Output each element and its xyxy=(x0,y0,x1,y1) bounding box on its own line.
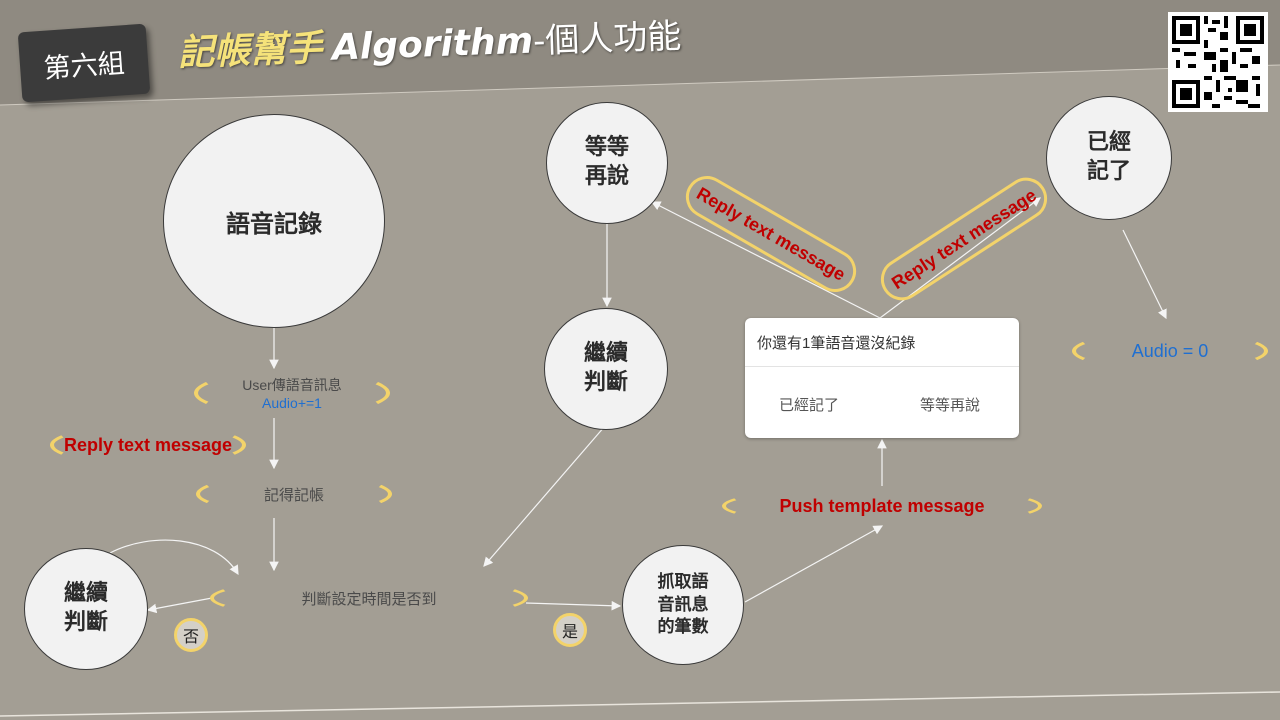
node-fetch-count-line2: 音訊息 xyxy=(657,594,709,615)
qr-code-icon xyxy=(1168,12,1268,112)
node-continue-left-line1: 繼續 xyxy=(63,581,108,607)
pill-reply-left: Reply text message xyxy=(50,424,246,466)
group-badge: 第六組 xyxy=(17,23,151,103)
pill-remember: 記得記帳 xyxy=(196,474,392,514)
pill-push-template-label: Push template message xyxy=(779,495,985,516)
pill-push-template: Push template message xyxy=(722,486,1042,526)
pill-audio-zero: Audio = 0 xyxy=(1072,331,1268,371)
pill-user-send-line2: Audio+=1 xyxy=(262,395,322,411)
decision-no-badge: 否 xyxy=(174,618,208,652)
node-continue-left-line2: 判斷 xyxy=(63,610,108,635)
node-already-recorded-line1: 已經 xyxy=(1086,130,1131,156)
node-wait-later-line2: 再說 xyxy=(584,164,629,189)
decision-yes-label: 是 xyxy=(561,622,578,641)
popup-message: 你還有1筆語音還沒紀錄 xyxy=(757,335,916,352)
pill-check-time: 判斷設定時間是否到 xyxy=(210,576,528,620)
node-fetch-count-line1: 抓取語 xyxy=(657,571,709,592)
popup-button-later[interactable]: 等等再說 xyxy=(920,397,981,414)
node-fetch-count-line3: 的筆數 xyxy=(657,617,709,638)
node-continue-top: 繼續 判斷 xyxy=(544,308,668,430)
pill-check-time-label: 判斷設定時間是否到 xyxy=(301,590,437,608)
node-voice-record: 語音記錄 xyxy=(163,114,385,328)
node-voice-record-label: 語音記錄 xyxy=(226,209,322,238)
decision-yes-badge: 是 xyxy=(553,613,587,647)
pill-reply-left-label: Reply text message xyxy=(63,434,233,455)
pill-audio-zero-label: Audio = 0 xyxy=(1131,340,1209,361)
node-already-recorded: 已經 記了 xyxy=(1046,96,1172,220)
node-continue-top-line2: 判斷 xyxy=(583,370,628,395)
header-band xyxy=(0,0,1280,105)
template-message-popup: 你還有1筆語音還沒紀錄 已經記了 等等再說 xyxy=(745,318,1019,438)
node-wait-later-line1: 等等 xyxy=(584,135,629,161)
title-app-name: 記帳幫手 xyxy=(177,27,323,74)
node-already-recorded-line2: 記了 xyxy=(1086,159,1131,184)
node-continue-top-line1: 繼續 xyxy=(583,341,628,367)
title-subtitle: -個人功能 xyxy=(532,16,682,62)
node-fetch-count: 抓取語 音訊息 的筆數 xyxy=(622,545,744,665)
decision-no-label: 否 xyxy=(182,627,199,646)
title-algorithm: Algorithm xyxy=(331,20,534,69)
pill-user-send: User傳語音訊息 Audio+=1 xyxy=(194,370,390,416)
popup-button-recorded[interactable]: 已經記了 xyxy=(779,397,840,414)
node-continue-left: 繼續 判斷 xyxy=(24,548,148,670)
pill-remember-label: 記得記帳 xyxy=(263,486,324,504)
node-wait-later: 等等 再說 xyxy=(546,102,668,224)
popup-divider xyxy=(745,366,1019,367)
pill-user-send-line1: User傳語音訊息 xyxy=(242,377,342,393)
